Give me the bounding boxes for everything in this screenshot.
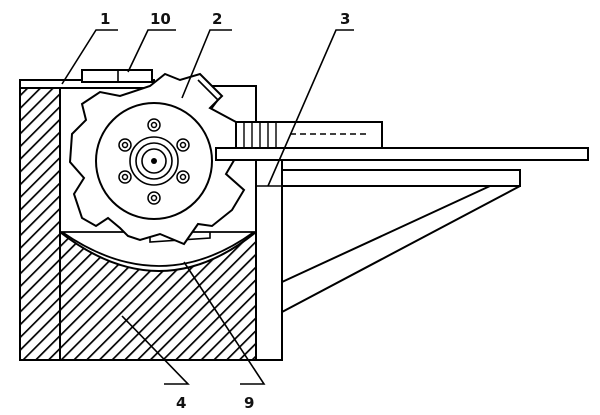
label-top-plate: 10 [150,10,171,28]
hub-ring-2 [129,136,179,186]
hub-bolts [118,118,190,205]
support-table [215,147,589,161]
label-hatched-housing: 4 [176,394,186,412]
lower-chamber [59,231,257,267]
label-lower-chamber: 9 [244,394,254,412]
hub-ring-3 [135,142,173,180]
bolt [118,138,132,152]
leader-2 [181,29,232,99]
label-impeller: 2 [212,10,222,28]
leader-lines [61,29,354,385]
bolt [147,118,161,132]
bolt [176,170,190,184]
bolt [176,138,190,152]
top-plate-block [81,69,153,83]
impeller-notch [197,79,220,109]
leader-10 [127,29,176,73]
feed-plates [235,121,383,149]
label-support-bracket: 3 [340,10,350,28]
bolt [147,191,161,205]
support-post [255,159,283,361]
leader-3 [267,29,354,187]
leader-1 [61,29,118,85]
bolt [118,170,132,184]
hub-center [151,158,157,164]
hub-ring-4 [141,148,167,174]
support-brace [281,185,521,313]
label-base-frame: 1 [100,10,110,28]
hatched-housing [19,85,61,361]
support-brace-box [281,169,521,187]
leader-9 [183,261,266,385]
leader-4 [121,315,190,385]
